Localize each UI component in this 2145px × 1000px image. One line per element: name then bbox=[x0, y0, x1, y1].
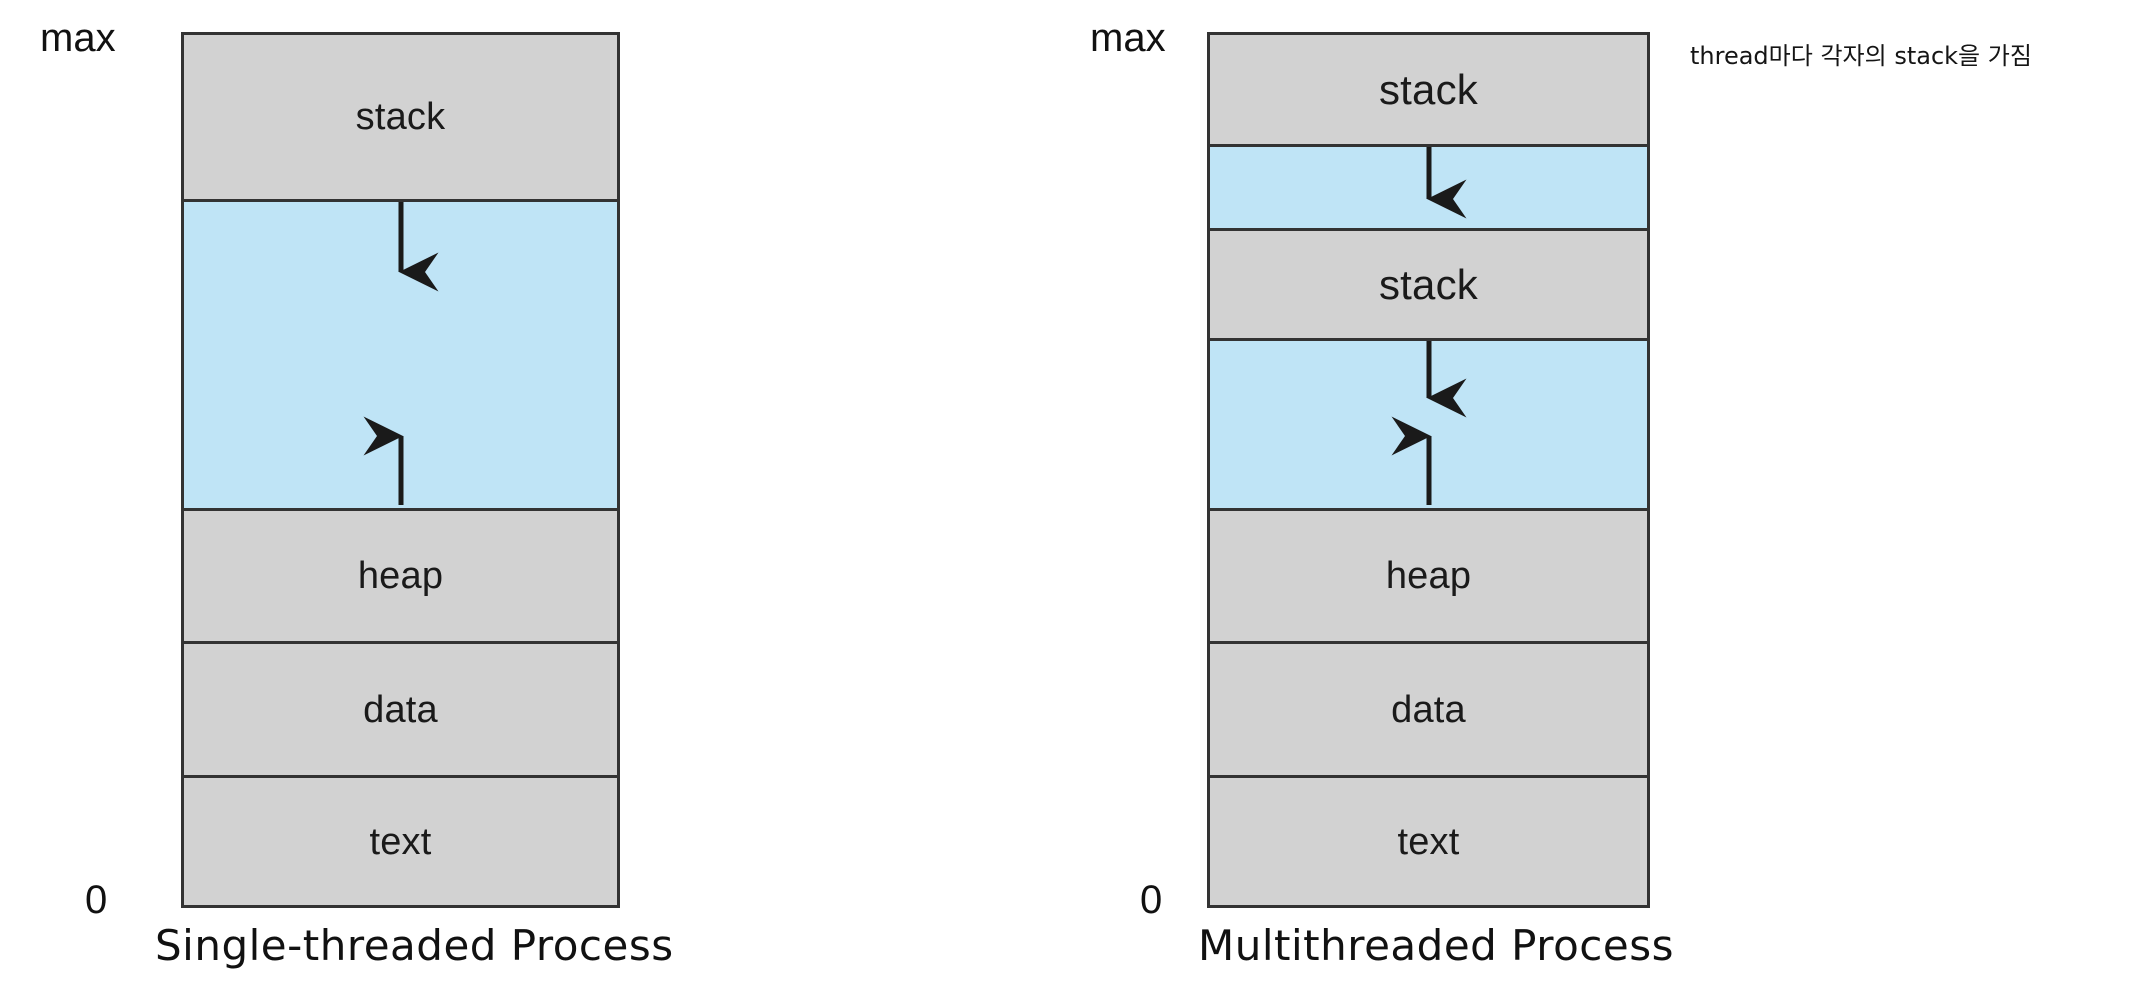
right-segment-stack-1-label: stack bbox=[1378, 65, 1479, 113]
left-segment-free-space bbox=[184, 202, 617, 511]
left-zero-label: 0 bbox=[85, 878, 108, 922]
right-max-label: max bbox=[1090, 16, 1166, 60]
right-segment-text: text bbox=[1210, 778, 1647, 905]
right-zero-label: 0 bbox=[1140, 878, 1163, 922]
right-segment-free-space-1 bbox=[1210, 147, 1647, 231]
right-segment-heap: heap bbox=[1210, 511, 1647, 644]
right-segment-free-space-2 bbox=[1210, 341, 1647, 511]
single-threaded-caption: Single-threaded Process bbox=[155, 921, 674, 970]
single-threaded-memory-box: stack heap data text bbox=[181, 32, 620, 908]
right-segment-text-label: text bbox=[1397, 820, 1460, 863]
right-segment-stack-1: stack bbox=[1210, 35, 1647, 147]
multithreaded-caption: Multithreaded Process bbox=[1198, 921, 1675, 970]
left-segment-stack: stack bbox=[184, 35, 617, 202]
multithreaded-memory-box: stack stack heap data text bbox=[1207, 32, 1650, 908]
right-segment-heap-label: heap bbox=[1385, 555, 1472, 597]
left-segment-data-label: data bbox=[363, 688, 438, 731]
right-segment-data: data bbox=[1210, 644, 1647, 778]
right-segment-stack-2-label: stack bbox=[1378, 260, 1479, 308]
left-segment-stack-label: stack bbox=[355, 96, 446, 138]
right-segment-stack-2: stack bbox=[1210, 231, 1647, 341]
left-segment-data: data bbox=[184, 644, 617, 778]
left-segment-text: text bbox=[184, 778, 617, 905]
korean-annotation-note: thread마다 각자의 stack을 가짐 bbox=[1690, 42, 2032, 70]
left-max-label: max bbox=[40, 16, 116, 60]
left-segment-heap-label: heap bbox=[357, 555, 444, 597]
left-segment-heap: heap bbox=[184, 511, 617, 644]
right-segment-data-label: data bbox=[1391, 688, 1466, 731]
left-segment-text-label: text bbox=[369, 820, 432, 863]
